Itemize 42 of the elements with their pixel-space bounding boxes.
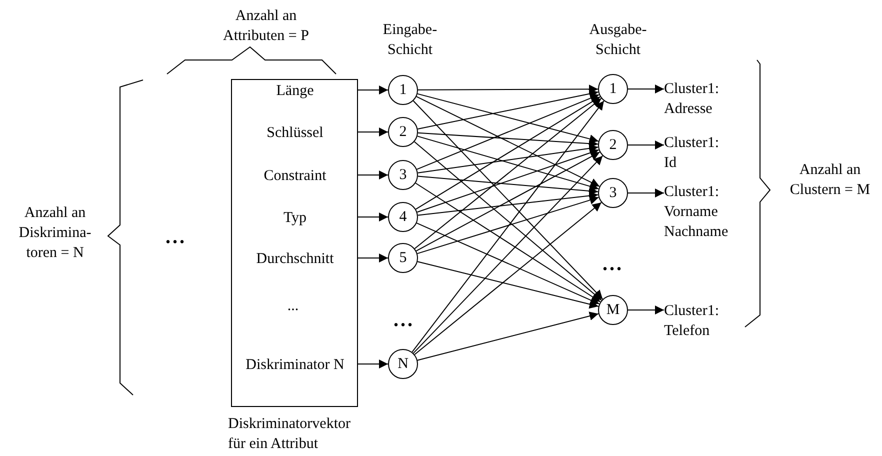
arrow: [417, 93, 599, 144]
annotation-text: Anzahl an Clustern = M: [788, 161, 872, 200]
cluster-label: Cluster1: Telefon: [664, 301, 728, 341]
ellipsis: ...: [392, 310, 416, 330]
cluster-label: Cluster1: Id: [664, 133, 728, 173]
arrow: [416, 196, 600, 254]
arrow: [417, 89, 599, 130]
arrow: [417, 312, 599, 361]
arrow: [417, 261, 599, 309]
ellipsis: ...: [602, 254, 624, 274]
arrow: [412, 100, 604, 353]
arrow: [416, 222, 600, 304]
arrow: [417, 176, 599, 196]
node-label: Diskriminatorvektor für ein Attribut: [228, 415, 352, 454]
arrow: [412, 100, 604, 300]
arrow: [416, 152, 600, 252]
arrow: [414, 98, 602, 250]
cluster-label: Cluster1: Vorname Nachname: [664, 182, 728, 242]
arrow: [414, 141, 602, 301]
annotation-text: Eingabe- Schicht: [382, 21, 438, 60]
arrow: [416, 94, 600, 170]
annotation-text: Anzahl an Diskrimina- toren = N: [18, 204, 92, 263]
cluster-label: Cluster1: Adresse: [664, 79, 728, 119]
arrow: [416, 96, 600, 187]
arrow: [416, 136, 600, 191]
arrow: [628, 140, 664, 150]
arrow: [418, 84, 598, 94]
annotation-text: Anzahl an Attributen = P: [222, 7, 310, 46]
arrow: [628, 84, 664, 94]
arrow: [417, 132, 599, 148]
arrow: [412, 155, 604, 354]
arrow: [415, 182, 601, 302]
annotation-text: ...: [286, 297, 300, 316]
arrow: [416, 148, 600, 213]
arrow: [417, 191, 599, 216]
ellipsis: ...: [164, 227, 188, 247]
arrow: [417, 144, 599, 174]
arrow: [415, 96, 601, 210]
arrow: [414, 202, 602, 356]
arrow: [628, 306, 664, 314]
annotation-text: Ausgabe- Schicht: [588, 21, 648, 60]
arrow: [628, 188, 664, 198]
